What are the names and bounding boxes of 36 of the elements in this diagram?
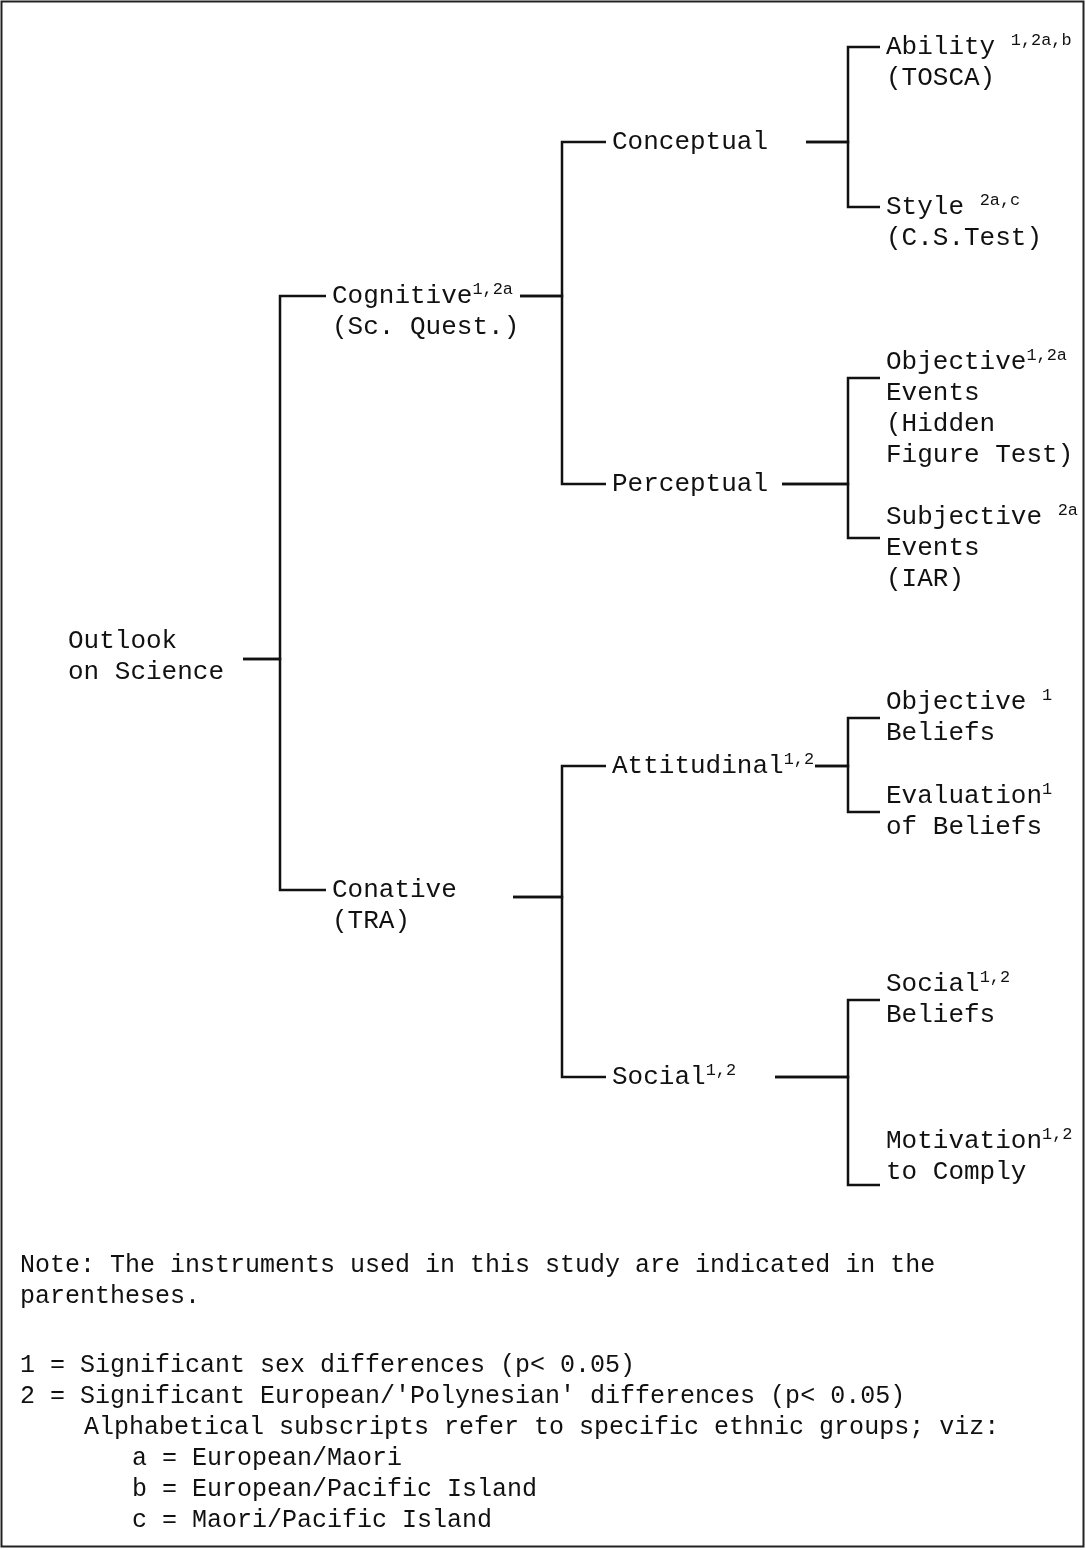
footnote-text: 1 = Significant sex differences (p< 0.05) xyxy=(20,1350,636,1381)
category-label: Subjective $^{2a}$ Events xyxy=(886,501,1079,564)
instrument-label: (IAR) xyxy=(886,563,965,595)
bracket-connector xyxy=(243,657,326,892)
footnote-text: 2 = Significant European/'Polynesian' differences (p< 0.05) xyxy=(20,1381,906,1412)
footnote-text: b = European/Pacific Island xyxy=(132,1474,538,1505)
bracket-connector xyxy=(815,764,880,814)
bracket-connector xyxy=(775,1075,880,1187)
category-label: Conceptual xyxy=(612,126,770,158)
category-label: Objective$^{1,2a}$ Events xyxy=(886,346,1068,409)
instrument-label: on Science xyxy=(68,656,226,688)
category-label: Perceptual xyxy=(612,468,770,500)
category-label: Style $^{2a,c}$ xyxy=(886,191,1022,223)
bracket-connector xyxy=(806,140,880,209)
category-label: Conative xyxy=(332,874,458,906)
category-label: Motivation$^{1,2}$ to Comply xyxy=(886,1125,1074,1188)
footnote-text: a = European/Maori xyxy=(132,1443,403,1474)
instrument-label: (TOSCA) xyxy=(886,62,997,94)
category-label: Social$^{1,2}$ xyxy=(612,1061,738,1093)
category-label: Objective $^{1}$ Beliefs xyxy=(886,686,1054,749)
footnote-text: Alphabetical subscripts refer to specific ethnic groups; viz: xyxy=(84,1412,1000,1443)
instrument-label: (Sc. Quest.) xyxy=(332,311,521,343)
category-label: Social$^{1,2}$ Beliefs xyxy=(886,968,1012,1031)
footnote-text: c = Maori/Pacific Island xyxy=(132,1505,493,1536)
category-label: Attitudinal$^{1,2}$ xyxy=(612,750,812,782)
bracket-connector xyxy=(782,482,880,540)
bracket-connector xyxy=(520,294,606,486)
instrument-label: (C.S.Test) xyxy=(886,222,1044,254)
instrument-label: (Hidden Figure Test) xyxy=(886,408,1075,471)
category-label: Cognitive$^{1,2a}$ xyxy=(332,280,514,312)
bracket-connector xyxy=(513,895,606,1079)
instrument-label: (TRA) xyxy=(332,905,411,937)
note-text: Note: The instruments used in this study are indicated in the parentheses. xyxy=(20,1250,937,1312)
category-label: Evaluation$^{1}$ of Beliefs xyxy=(886,780,1054,843)
category-label: Ability $^{1,2a,b}$ xyxy=(886,31,1073,63)
category-label: Outlook xyxy=(68,625,179,657)
